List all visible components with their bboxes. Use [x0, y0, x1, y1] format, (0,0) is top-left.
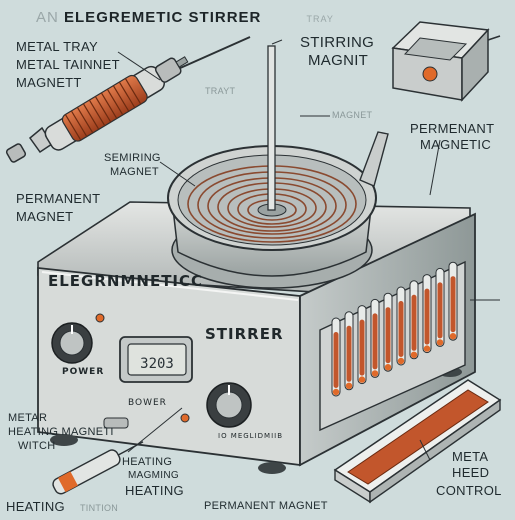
magnet-box	[391, 21, 501, 102]
label-meta-1: META	[452, 449, 489, 464]
label-metal-magnet-2: MAGNETT	[16, 75, 82, 90]
heating-tube-tip	[345, 382, 353, 389]
heating-tube-coil	[424, 288, 430, 345]
label-stirring-2: MAGNIT	[308, 52, 369, 69]
label-permanent-magnetic-1: PERMENANT	[410, 121, 495, 136]
label-semiring-1: SEMIRING	[104, 152, 161, 164]
panel-title-left: ELEGRNMNETICC	[48, 272, 204, 290]
label-heating-mid-3: HEATING	[125, 483, 184, 498]
heating-tube-coil	[398, 301, 404, 357]
control-panel	[51, 313, 252, 429]
heating-element	[52, 407, 183, 495]
heating-tube-coil	[333, 332, 339, 388]
label-meta-3: CONTROL	[436, 483, 502, 498]
heating-tube-coil	[385, 307, 391, 364]
magnet-bar	[333, 379, 502, 504]
label-permanent-left-2: MAGNET	[16, 209, 74, 224]
panel-small-text: IO MEGLIDMIIB	[218, 432, 284, 440]
heating-tube-coil	[437, 282, 443, 339]
probe-coil	[5, 36, 251, 163]
title-ghost-left: AN	[36, 9, 59, 26]
title-main: ELEGREMETIC STIRRER	[64, 9, 262, 26]
power-label-2: BOWER	[128, 398, 167, 408]
label-tray-small: TRAYT	[205, 86, 236, 96]
heating-tube-tip	[436, 339, 444, 346]
label-metal-tray: METAL TRAY	[16, 39, 98, 54]
label-magnet-small: MAGNET	[332, 110, 373, 120]
label-stirring-1: STIRRING	[300, 34, 375, 51]
label-permanent-left-1: PERMANENT	[16, 191, 101, 206]
label-metar-2: HEATING MAGNETI	[8, 426, 114, 438]
stirring-dish	[167, 45, 389, 289]
temperature-display: 3203	[140, 356, 174, 372]
heating-tube-tip	[384, 364, 392, 371]
heating-tube-tip	[371, 370, 379, 377]
label-heating-bottom-faint: TINTION	[80, 503, 119, 513]
label-metar-3: WITCH	[18, 440, 56, 452]
leader-lines	[117, 39, 500, 461]
diagram-title: AN ELEGREMETIC STIRRER TRAY	[36, 9, 334, 26]
power-label: POWER	[62, 367, 105, 377]
label-metal-magnet-1: METAL TAINNET	[16, 57, 120, 72]
heating-tube-coil	[372, 313, 378, 370]
heating-tube-tip	[397, 357, 405, 365]
label-heating-bottom: HEATING	[6, 499, 65, 514]
title-ghost-right: TRAY	[306, 14, 334, 24]
heating-tube-coil	[346, 325, 352, 382]
heating-tube-tip	[358, 376, 366, 383]
heating-tubes	[319, 260, 466, 432]
heating-tube-tip	[410, 351, 418, 358]
heating-tube-tip	[332, 388, 340, 396]
heating-tube-coil	[450, 276, 456, 333]
panel-title-right: STIRRER	[205, 325, 284, 343]
label-metar-1: METAR	[8, 412, 48, 424]
label-permanent-magnetic-2: MAGNETIC	[420, 137, 492, 152]
heating-tube-coil	[359, 319, 365, 376]
label-heating-mid-1: HEATING	[122, 456, 173, 468]
label-permanent-bottom: PERMANENT MAGNET	[204, 500, 328, 512]
heating-tube-tip	[423, 345, 431, 352]
heating-tube-tip	[449, 333, 457, 340]
heating-tube-coil	[411, 294, 417, 351]
label-heating-mid-2: MAGMING	[128, 470, 179, 481]
label-semiring-2: MAGNET	[110, 166, 159, 178]
label-meta-2: HEED	[452, 465, 490, 480]
